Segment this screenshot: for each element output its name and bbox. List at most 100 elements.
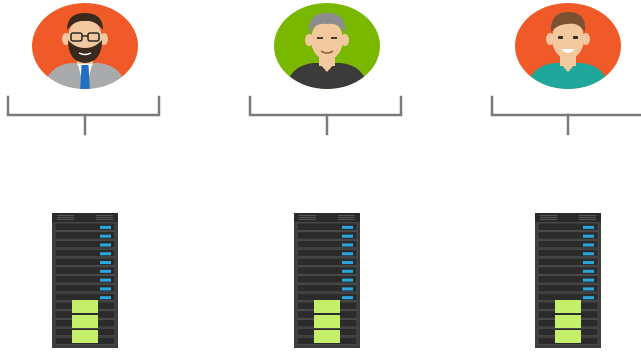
collar-shape — [560, 63, 576, 72]
eye-left — [317, 37, 323, 39]
server-unit — [537, 231, 599, 240]
eye-right — [331, 37, 337, 39]
server-block — [314, 315, 340, 328]
server-led — [342, 234, 353, 238]
server-led — [583, 269, 594, 273]
server-led — [583, 287, 594, 291]
server-block — [72, 330, 98, 343]
server-top-cap — [294, 213, 360, 222]
server-block — [72, 315, 98, 328]
ear-right — [582, 33, 590, 45]
server-unit — [296, 257, 358, 266]
ear-left — [62, 33, 70, 45]
server-block — [555, 330, 581, 343]
server-led — [100, 296, 111, 300]
server-unit — [296, 266, 358, 275]
server-led — [583, 234, 594, 238]
bracket-bar — [248, 95, 403, 117]
server-unit — [537, 284, 599, 293]
face-shape — [311, 20, 343, 60]
eye-right — [573, 36, 578, 39]
server-led — [583, 261, 594, 265]
server-block — [314, 330, 340, 343]
server-unit — [54, 231, 116, 240]
server-block — [72, 300, 98, 313]
ear-left — [546, 33, 554, 45]
server-led — [100, 234, 111, 238]
server-led — [342, 261, 353, 265]
connector-bracket — [6, 95, 161, 136]
server-unit — [296, 240, 358, 249]
server-unit — [537, 249, 599, 257]
server-top-cap — [52, 213, 118, 222]
server-led — [583, 225, 594, 229]
hair-shape — [67, 13, 103, 30]
user-avatar — [515, 3, 621, 89]
server-unit — [537, 266, 599, 275]
server-unit — [537, 275, 599, 284]
server-top-cap — [535, 213, 601, 222]
bracket-bar — [490, 95, 641, 117]
server-unit — [54, 257, 116, 266]
server-unit — [54, 222, 116, 231]
user-column — [6, 3, 161, 348]
server-unit — [54, 240, 116, 249]
server-led — [583, 252, 594, 256]
server-block — [314, 300, 340, 313]
server-led — [100, 225, 111, 229]
glasses-right-lens — [87, 32, 100, 42]
server-led — [342, 252, 353, 256]
server-unit — [537, 240, 599, 249]
server-led — [100, 269, 111, 273]
server-led — [342, 243, 353, 247]
server-unit — [296, 249, 358, 257]
glasses-left-lens — [70, 32, 83, 42]
connector-bracket — [248, 95, 403, 136]
server-led — [100, 243, 111, 247]
server-led — [100, 261, 111, 265]
user-avatar — [274, 3, 380, 89]
server-block — [555, 300, 581, 313]
hair-shape — [550, 11, 586, 32]
server-led — [583, 243, 594, 247]
server-led — [342, 225, 353, 229]
collar-shape — [319, 63, 335, 72]
ear-right — [341, 34, 349, 46]
server-unit — [537, 222, 599, 231]
server-led — [100, 252, 111, 256]
user-column — [248, 3, 403, 348]
smile-shape — [78, 52, 92, 56]
server-unit — [296, 275, 358, 284]
tie-shape — [80, 65, 90, 89]
server-unit — [296, 284, 358, 293]
server-led — [342, 296, 353, 300]
server-led — [100, 287, 111, 291]
server-unit — [54, 266, 116, 275]
face-shape — [552, 19, 584, 59]
server-led — [583, 296, 594, 300]
server-icon — [535, 213, 601, 348]
server-led — [100, 278, 111, 282]
server-led — [342, 269, 353, 273]
user-column — [490, 3, 641, 348]
ear-left — [305, 34, 313, 46]
server-unit — [54, 249, 116, 257]
smile-shape — [561, 49, 575, 53]
user-avatar — [32, 3, 138, 89]
server-icon — [294, 213, 360, 348]
smile-shape — [320, 50, 334, 54]
server-icon — [52, 213, 118, 348]
server-led — [342, 278, 353, 282]
server-block — [555, 315, 581, 328]
server-unit — [296, 231, 358, 240]
server-unit — [54, 284, 116, 293]
server-led — [583, 278, 594, 282]
server-unit — [296, 222, 358, 231]
server-unit — [537, 257, 599, 266]
connector-bracket — [490, 95, 641, 136]
ear-right — [100, 33, 108, 45]
bracket-bar — [6, 95, 161, 117]
hair-shape — [308, 12, 346, 34]
